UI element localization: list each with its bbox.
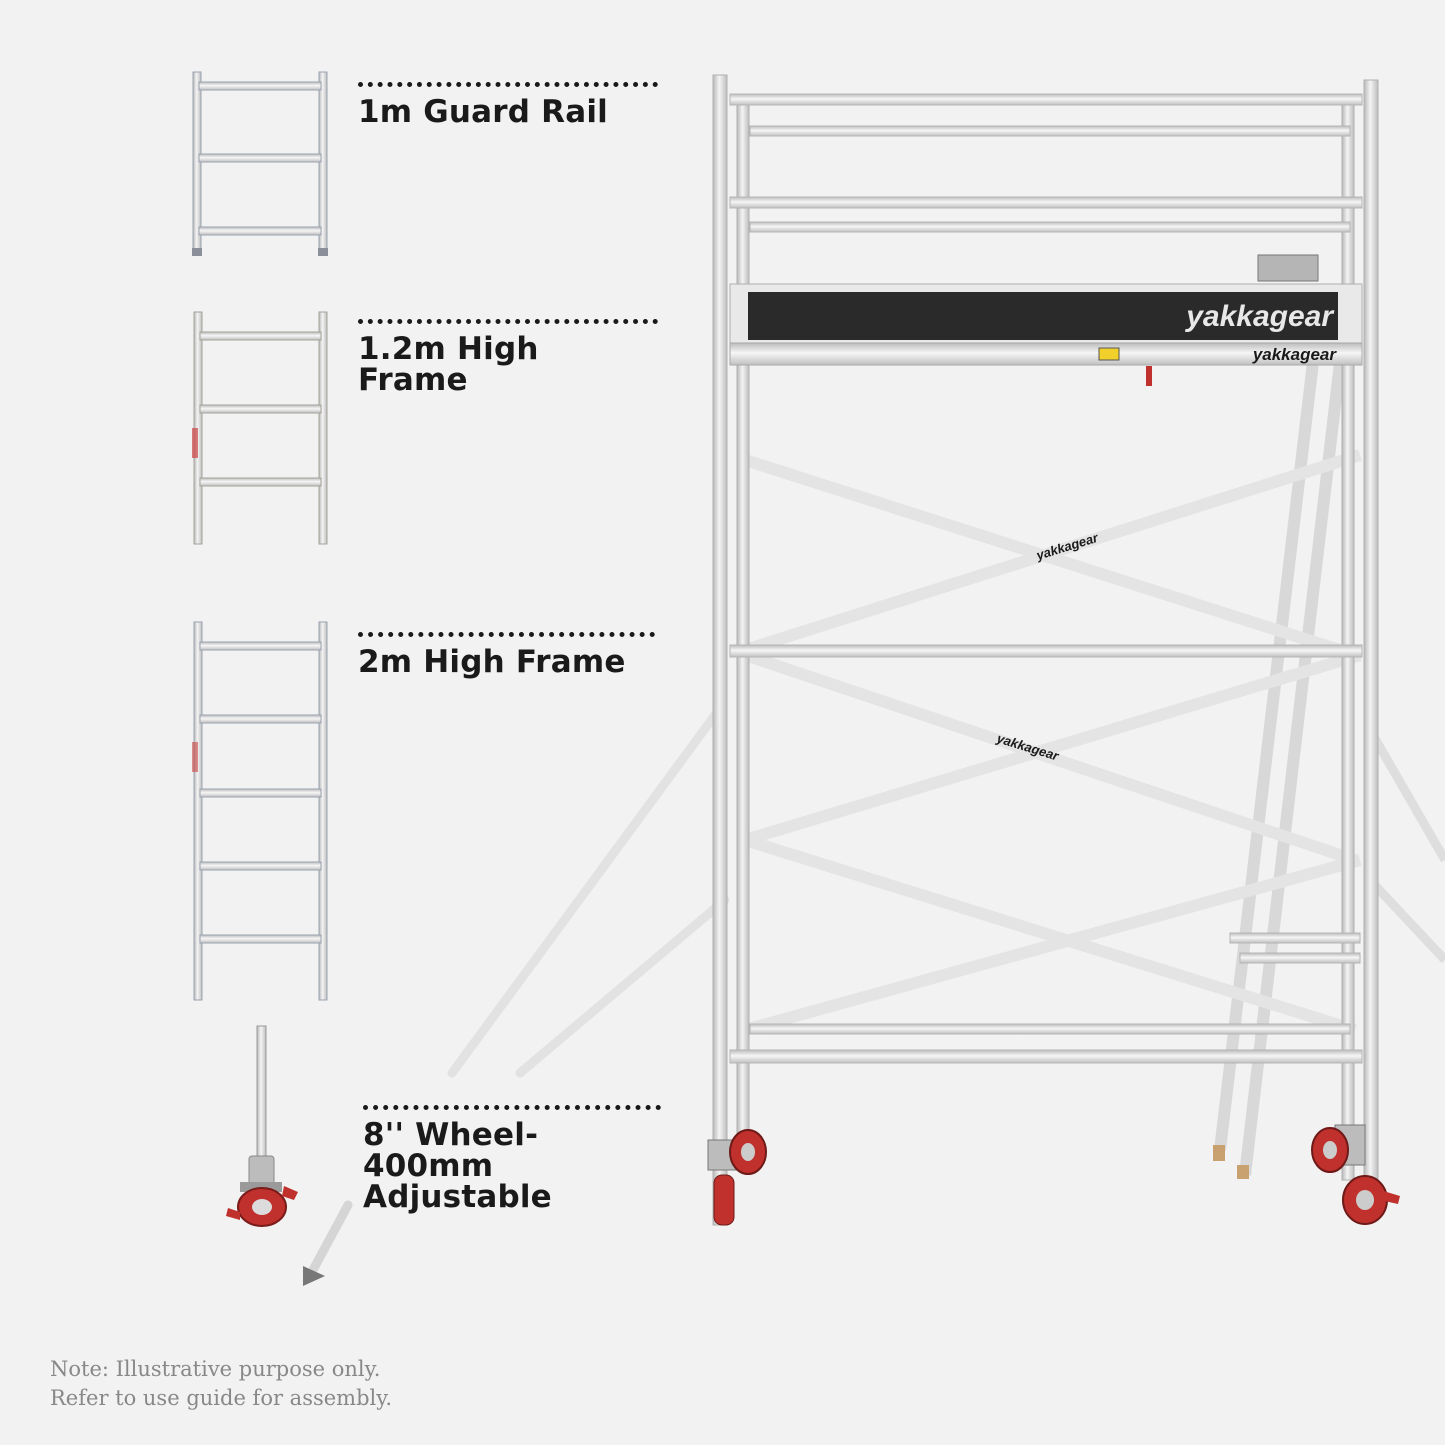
- frame-1-2m-label: 1.2m High Frame: [358, 331, 539, 398]
- frame-1-2m-part: [192, 311, 328, 545]
- scaffold-tower: yakkagear yakkagear yakkagear yakkagear: [447, 74, 1445, 1226]
- label-frame-1-2m: 1.2m High Frame: [358, 319, 658, 396]
- dotted-leader: [358, 632, 655, 637]
- dotted-leader: [363, 1105, 661, 1110]
- wheel-label: 8'' Wheel- 400mm Adjustable: [363, 1117, 552, 1215]
- guard-rail-label: 1m Guard Rail: [358, 94, 609, 130]
- label-wheel: 8'' Wheel- 400mm Adjustable: [363, 1105, 661, 1213]
- note-line-2: Refer to use guide for assembly.: [50, 1386, 392, 1410]
- wheel-part: [226, 1025, 298, 1227]
- caster-left: [707, 1129, 767, 1226]
- label-frame-2m: 2m High Frame: [358, 632, 655, 678]
- note-line-1: Note: Illustrative purpose only.: [50, 1357, 381, 1381]
- dotted-leader: [358, 82, 658, 87]
- guard-rail-part: [192, 71, 328, 256]
- frame-2m-label: 2m High Frame: [358, 644, 626, 680]
- illustrative-note: Note: Illustrative purpose only. Refer t…: [50, 1355, 392, 1413]
- label-guard-rail: 1m Guard Rail: [358, 82, 658, 128]
- platform-brand: yakkagear: [1252, 345, 1338, 364]
- brace-stub: [303, 1200, 353, 1286]
- dotted-leader: [358, 319, 658, 324]
- caster-right: [1311, 1124, 1400, 1225]
- frame-2m-part: [192, 621, 328, 1001]
- toeboard-brand: yakkagear: [1184, 300, 1335, 333]
